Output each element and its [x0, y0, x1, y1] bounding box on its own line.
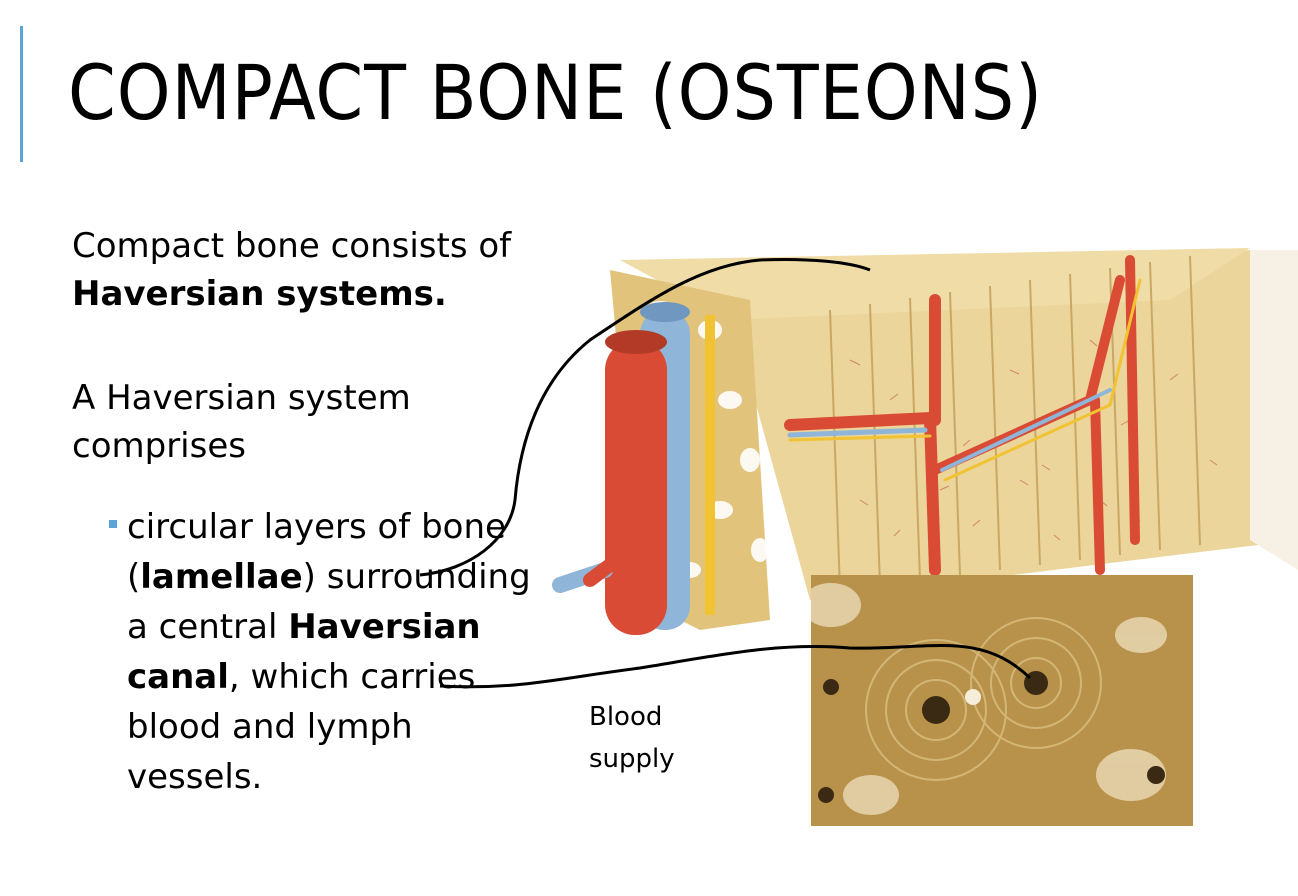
- bullet-bold-canal: Haversian canal: [127, 607, 481, 697]
- slide-title: COMPACT BONE (OSTEONS): [68, 48, 1043, 137]
- bullet-marker: [109, 520, 117, 528]
- para1-text: Compact bone consists of: [72, 226, 512, 266]
- bullet-bold-lamellae: lamellae: [140, 557, 303, 597]
- blood-supply-caption: Blood supply: [589, 696, 675, 780]
- paragraph-compact-bone: Compact bone consists of Haversian syste…: [72, 222, 552, 318]
- accent-bar: [20, 26, 23, 162]
- caption-line-1: Blood: [589, 702, 663, 732]
- bullet-text-2: ) surrounding a central: [127, 557, 531, 647]
- micrograph-osteons: [811, 575, 1193, 826]
- slide-body: Compact bone consists of Haversian syste…: [72, 222, 552, 470]
- bullet-text-3: , which carries blood and lymph vessels.: [127, 657, 476, 797]
- caption-line-2: supply: [589, 744, 675, 774]
- bullet-item: circular layers of bone (lamellae) surro…: [109, 502, 547, 802]
- para1-bold: Haversian systems.: [72, 274, 447, 314]
- paragraph-haversian-system: A Haversian system comprises: [72, 378, 411, 466]
